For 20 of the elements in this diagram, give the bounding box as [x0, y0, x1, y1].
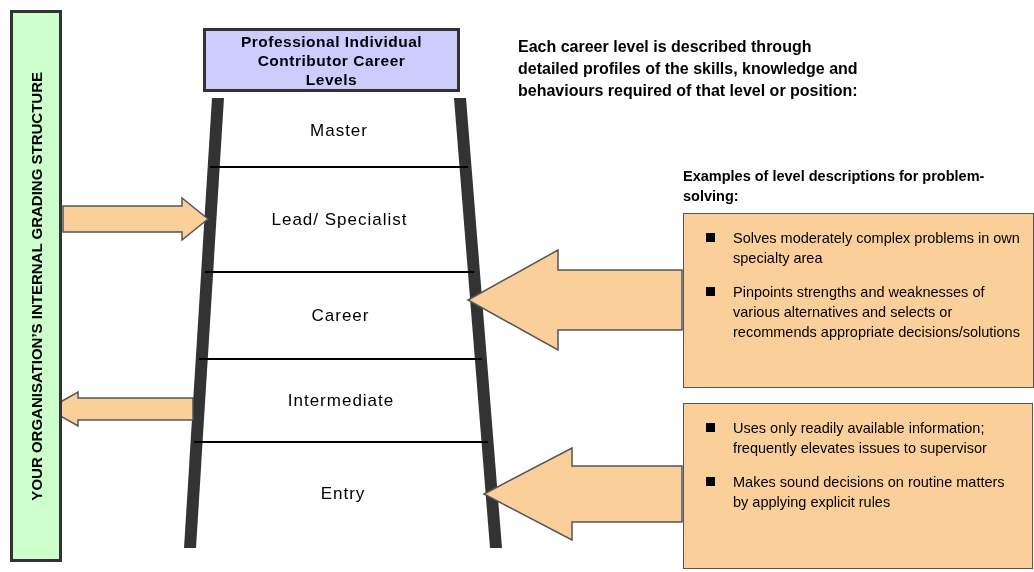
intro-text: Each career level is described through detailed profiles of the skills, knowledge and behaviours required of that level or position: — [518, 37, 858, 101]
bullet-text: Uses only readily available information; frequently elevates issues to supervisor — [733, 419, 988, 458]
vertical-label: YOUR ORGANISATION’S INTERNAL GRADING STRUCTURE — [27, 71, 45, 501]
block-arrow — [62, 196, 210, 242]
bullet-text: Solves moderately complex problems in own specialty area — [733, 229, 1021, 268]
level-name: Entry — [320, 484, 366, 504]
level-name: Master — [310, 120, 368, 141]
callout-box — [683, 213, 1034, 388]
block-arrow — [466, 248, 683, 352]
level-name: Lead/ Specialist — [271, 209, 408, 230]
block-arrow — [482, 446, 683, 542]
level-name: Career — [311, 305, 370, 326]
level-name: Intermediate — [287, 390, 395, 411]
bullet-text: Pinpoints strengths and weaknesses of various alternatives and selects or recommends appropriate decisions/solutions — [733, 283, 1021, 342]
bullet-text: Makes sound decisions on routine matters by applying explicit rules — [733, 473, 1006, 512]
grading-structure-box — [10, 10, 62, 562]
examples-heading: Examples of level descriptions for problem-solving: — [683, 167, 986, 206]
header-box — [203, 28, 460, 92]
callout-box — [683, 403, 1033, 569]
header-title: Professional Individual Contributor Career Levels — [239, 31, 424, 89]
